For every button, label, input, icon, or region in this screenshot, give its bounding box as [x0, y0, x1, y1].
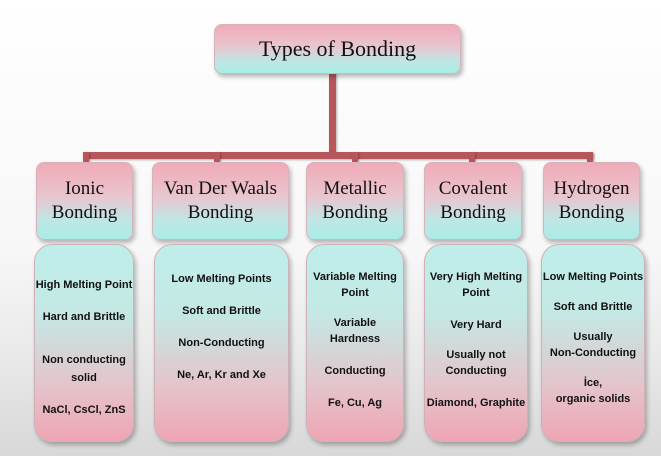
main-connector-vertical [329, 72, 336, 155]
category-header-metallic: Metallic Bonding [306, 162, 404, 240]
property-text: Soft and Brittle [553, 301, 633, 313]
category-title-line2: Bonding [322, 202, 388, 223]
category-body-metallic: Variable Melting Point Variable Hardness… [306, 244, 404, 442]
diagram-title-box: Types of Bonding [214, 24, 461, 74]
property-text: Hardness [329, 333, 381, 345]
property-text: Very Hard [450, 319, 502, 331]
category-body-ionic: High Melting Point Hard and Brittle Non … [34, 244, 134, 442]
property-text: Soft and Brittle [182, 305, 261, 317]
property-text: organic solids [555, 393, 631, 405]
category-body-covalent: Very High Melting Point Very Hard Usuall… [424, 244, 528, 442]
category-title-line1: Covalent [438, 178, 508, 199]
property-text: Low Melting Points [542, 271, 644, 283]
property-text: Variable [333, 317, 377, 329]
category-title-line1: Van Der Waals [163, 178, 278, 199]
category-body-vanderwaals: Low Melting Points Soft and Brittle Non-… [154, 244, 289, 442]
property-text: Ne, Ar, Kr and Xe [177, 369, 266, 381]
category-header-covalent: Covalent Bonding [424, 162, 522, 240]
category-header-vanderwaals: Van Der Waals Bonding [152, 162, 289, 240]
property-text: Usually [573, 331, 613, 343]
property-text: Usually not [446, 349, 506, 361]
property-text: Diamond, Graphite [426, 397, 526, 409]
category-title-line2: Bonding [51, 202, 118, 223]
property-text: Low Melting Points [171, 273, 272, 285]
property-text: Point [462, 287, 490, 299]
connector-ionic [83, 152, 89, 164]
category-title-line2: Bonding [558, 202, 625, 223]
property-text: Conducting [445, 365, 507, 377]
connector-hydrogen [587, 152, 593, 164]
property-text: Non-Conducting [178, 337, 265, 349]
property-text: Non conducting [42, 354, 126, 366]
property-text: Non-Conducting [549, 347, 637, 359]
property-text: High Melting Point [35, 279, 133, 291]
property-text: Variable Melting [313, 271, 397, 283]
connector-vanderwaals [214, 152, 220, 164]
category-title-line1: Metallic [323, 178, 387, 199]
property-text: Point [341, 287, 369, 299]
property-text: Conducting [324, 365, 386, 377]
property-text: Very High Melting [429, 271, 523, 283]
category-header-hydrogen: Hydrogen Bonding [543, 162, 640, 240]
connector-covalent [469, 152, 475, 164]
property-text: Hard and Brittle [42, 311, 126, 323]
category-title-line2: Bonding [187, 202, 254, 223]
connector-metallic [352, 152, 358, 164]
category-title-line2: Bonding [440, 202, 506, 223]
connector-horizontal-bar [83, 152, 593, 159]
category-body-hydrogen: Low Melting Points Soft and Brittle Usua… [541, 244, 645, 442]
diagram-title: Types of Bonding [258, 36, 417, 61]
property-text: İce, [583, 377, 603, 389]
category-header-ionic: Ionic Bonding [36, 162, 133, 240]
property-text: solid [71, 372, 97, 384]
category-title-line1: Ionic [64, 178, 105, 199]
category-title-line1: Hydrogen [553, 178, 630, 199]
property-text: NaCl, CsCl, ZnS [42, 404, 126, 416]
property-text: Fe, Cu, Ag [328, 397, 382, 409]
